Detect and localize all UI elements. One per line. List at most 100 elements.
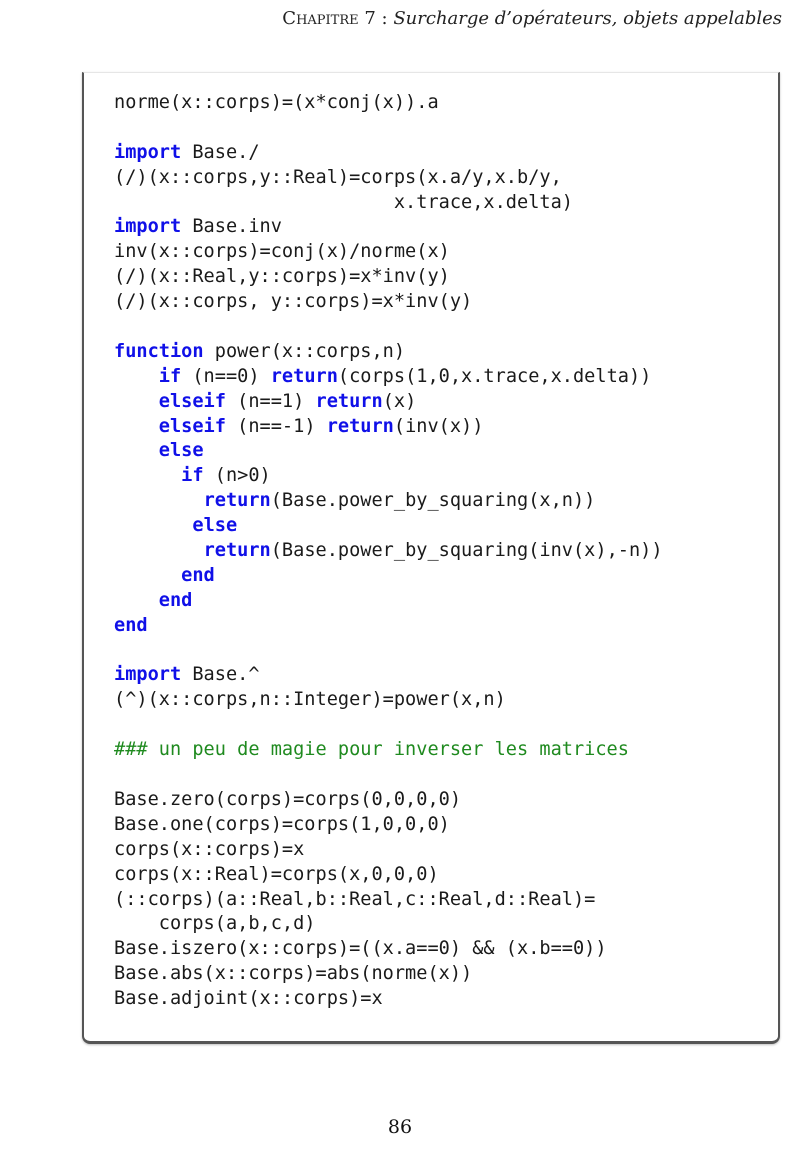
code-text bbox=[114, 490, 204, 511]
code-line: return(Base.power_by_squaring(x,n)) bbox=[114, 489, 663, 514]
code-line: return(Base.power_by_squaring(inv(x),-n)… bbox=[114, 539, 663, 564]
code-keyword: elseif bbox=[158, 390, 226, 412]
code-text bbox=[114, 416, 159, 437]
code-keyword: return bbox=[203, 540, 271, 562]
code-line: (/)(x::corps,y::Real)=corps(x.a/y,x.b/y, bbox=[114, 166, 663, 191]
code-line bbox=[114, 713, 663, 738]
code-text bbox=[114, 366, 159, 387]
code-line: (^)(x::corps,n::Integer)=power(x,n) bbox=[114, 688, 663, 713]
code-line: end bbox=[114, 564, 663, 589]
code-text: inv(x::corps)=conj(x)/norme(x) bbox=[114, 241, 450, 263]
code-line: (/)(x::Real,y::corps)=x*inv(y) bbox=[114, 265, 663, 290]
code-line bbox=[114, 116, 663, 141]
code-text: Base.one(corps)=corps(1,0,0,0) bbox=[114, 813, 450, 835]
code-line: else bbox=[114, 514, 663, 539]
code-keyword: function bbox=[114, 340, 204, 362]
code-keyword: end bbox=[158, 589, 193, 611]
code-text: Base.zero(corps)=corps(0,0,0,0) bbox=[114, 788, 462, 810]
code-line: else bbox=[114, 439, 663, 464]
code-text: (Base.power_by_squaring(x,n)) bbox=[270, 490, 596, 512]
code-text: Base.^ bbox=[181, 664, 260, 686]
code-line: end bbox=[114, 614, 663, 639]
code-text bbox=[114, 565, 181, 586]
code-text: x.trace,x.delta) bbox=[114, 191, 573, 213]
code-line: if (n==0) return(corps(1,0,x.trace,x.del… bbox=[114, 365, 663, 390]
code-keyword: import bbox=[114, 664, 182, 686]
code-text: (n==-1) bbox=[225, 415, 327, 437]
code-text: (Base.power_by_squaring(inv(x),-n)) bbox=[270, 540, 663, 562]
code-keyword: return bbox=[326, 415, 394, 437]
code-keyword: return bbox=[315, 390, 383, 412]
code-text bbox=[114, 465, 181, 486]
code-text: (/)(x::corps, y::corps)=x*inv(y) bbox=[114, 291, 473, 313]
code-line bbox=[114, 315, 663, 340]
code-text: (inv(x)) bbox=[393, 415, 484, 437]
code-text: Base.abs(x::corps)=abs(norme(x)) bbox=[114, 963, 473, 985]
code-text: corps(a,b,c,d) bbox=[114, 913, 316, 935]
code-keyword: else bbox=[192, 515, 238, 537]
page-number: 86 bbox=[387, 1116, 413, 1138]
chapter-label: Chapitre bbox=[282, 8, 359, 29]
code-line: norme(x::corps)=(x*conj(x)).a bbox=[114, 91, 663, 116]
code-line: inv(x::corps)=conj(x)/norme(x) bbox=[114, 240, 663, 265]
code-line: ### un peu de magie pour inverser les ma… bbox=[114, 738, 663, 763]
code-text: (/)(x::corps,y::Real)=corps(x.a/y,x.b/y, bbox=[114, 166, 562, 188]
code-text: (n==1) bbox=[225, 390, 316, 412]
code-text: (^)(x::corps,n::Integer)=power(x,n) bbox=[114, 689, 506, 711]
code-line: (/)(x::corps, y::corps)=x*inv(y) bbox=[114, 290, 663, 315]
code-line: corps(x::corps)=x bbox=[114, 838, 663, 863]
code-keyword: return bbox=[270, 365, 338, 387]
code-line: Base.abs(x::corps)=abs(norme(x)) bbox=[114, 962, 663, 987]
code-line: Base.zero(corps)=corps(0,0,0,0) bbox=[114, 788, 663, 813]
code-text: corps(x::Real)=corps(x,0,0,0) bbox=[114, 863, 439, 885]
code-listing-frame bbox=[82, 72, 780, 1044]
code-text: Base.adjoint(x::corps)=x bbox=[114, 988, 383, 1010]
code-text: (corps(1,0,x.trace,x.delta)) bbox=[337, 365, 652, 387]
code-keyword: if bbox=[158, 365, 182, 387]
code-line: corps(x::Real)=corps(x,0,0,0) bbox=[114, 863, 663, 888]
chapter-number: 7 : bbox=[358, 8, 394, 29]
code-line: if (n>0) bbox=[114, 464, 663, 489]
code-keyword: if bbox=[181, 465, 204, 487]
code-keyword: import bbox=[114, 216, 182, 238]
code-text: norme(x::corps)=(x*conj(x)).a bbox=[114, 92, 439, 113]
code-keyword: end bbox=[181, 564, 215, 586]
code-text bbox=[114, 391, 159, 412]
code-line: (::corps)(a::Real,b::Real,c::Real,d::Rea… bbox=[114, 888, 663, 913]
code-text: (x) bbox=[382, 390, 417, 412]
code-line: Base.one(corps)=corps(1,0,0,0) bbox=[114, 813, 663, 838]
code-line bbox=[114, 639, 663, 664]
code-line: corps(a,b,c,d) bbox=[114, 912, 663, 937]
code-line: elseif (n==-1) return(inv(x)) bbox=[114, 415, 663, 440]
code-line: function power(x::corps,n) bbox=[114, 340, 663, 365]
code-text bbox=[114, 540, 204, 561]
code-text: (n>0) bbox=[203, 465, 271, 487]
code-line: import Base.inv bbox=[114, 215, 663, 240]
code-keyword: elseif bbox=[158, 415, 226, 437]
code-line: elseif (n==1) return(x) bbox=[114, 390, 663, 415]
code-keyword: else bbox=[158, 440, 204, 462]
code-line: import Base./ bbox=[114, 141, 663, 166]
code-text: (::corps)(a::Real,b::Real,c::Real,d::Rea… bbox=[114, 888, 596, 910]
code-text bbox=[114, 515, 192, 536]
code-keyword: return bbox=[203, 490, 271, 512]
code-text: Base.inv bbox=[181, 216, 282, 238]
code-text bbox=[114, 590, 159, 611]
code-text: Base./ bbox=[181, 141, 260, 163]
running-header: Chapitre 7 : Surcharge d’opérateurs, obj… bbox=[0, 8, 782, 29]
code-comment: ### un peu de magie pour inverser les ma… bbox=[114, 739, 629, 761]
code-text bbox=[114, 440, 159, 461]
code-text: Base.iszero(x::corps)=((x.a==0) && (x.b=… bbox=[114, 938, 607, 960]
code-text: (n==0) bbox=[181, 365, 271, 387]
code-line bbox=[114, 763, 663, 788]
code-line: import Base.^ bbox=[114, 663, 663, 688]
code-text: corps(x::corps)=x bbox=[114, 838, 305, 860]
code-keyword: import bbox=[114, 141, 182, 163]
code-text: power(x::corps,n) bbox=[203, 340, 406, 362]
code-line: x.trace,x.delta) bbox=[114, 191, 663, 216]
code-line: end bbox=[114, 589, 663, 614]
code-line: Base.iszero(x::corps)=((x.a==0) && (x.b=… bbox=[114, 937, 663, 962]
code-keyword: end bbox=[114, 614, 148, 636]
chapter-subtitle: Surcharge d’opérateurs, objets appelable… bbox=[393, 8, 782, 29]
